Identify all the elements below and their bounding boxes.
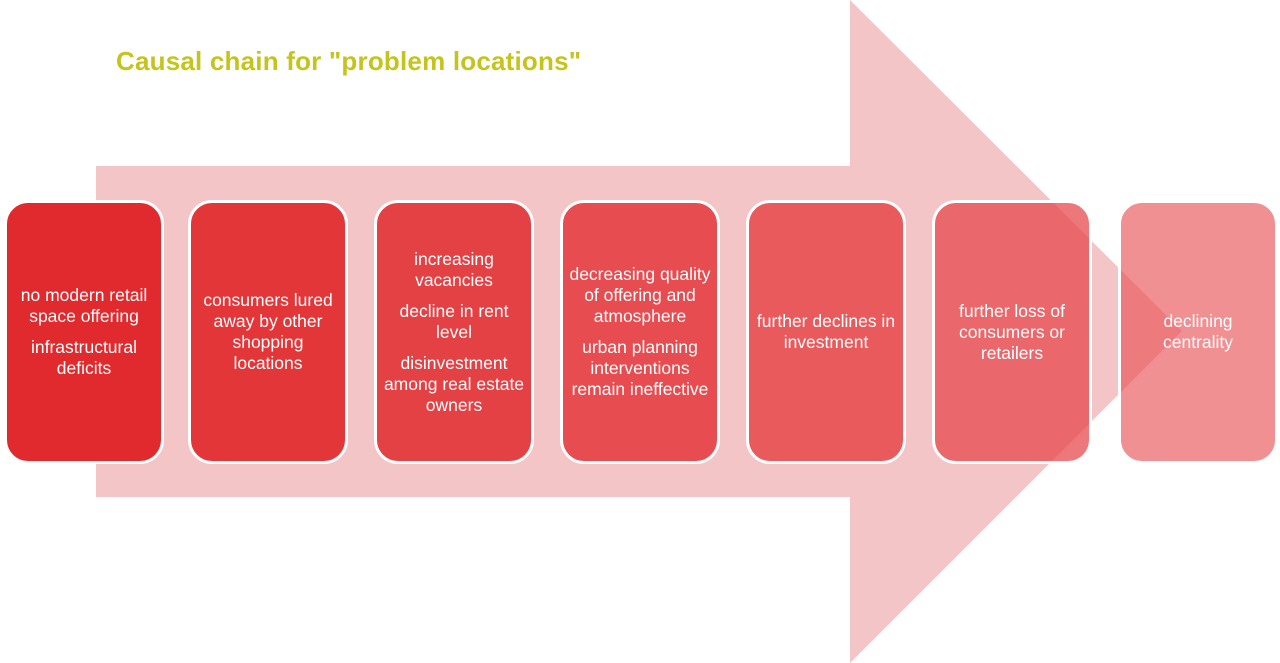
step-box-6: further loss of consumers or retailers: [932, 200, 1092, 464]
step-1-text-1: no modern retail space offering: [20, 285, 148, 326]
step-3-text-2: decline in rent level: [399, 300, 509, 342]
step-box-1: no modern retail space offering infrastr…: [4, 200, 164, 464]
step-3-text-1: increasing vacancies: [414, 248, 494, 290]
step-box-2: consumers lured away by other shopping l…: [188, 200, 348, 464]
step-7-text-1: declining centrality: [1162, 311, 1234, 352]
step-4-text-1: decreasing quality of offering and atmos…: [569, 264, 711, 326]
step-box-7: declining centrality: [1118, 200, 1278, 464]
step-box-3: increasing vacancies decline in rent lev…: [374, 200, 534, 464]
step-3-text-3: disinvestment among real estate owners: [383, 352, 525, 415]
diagram-title: Causal chain for "problem locations": [116, 46, 582, 76]
step-1-text-2: infrastructural deficits: [30, 337, 137, 378]
step-5-text-1: further declines in investment: [756, 311, 896, 352]
step-4-text-2: urban planning interventions remain inef…: [571, 337, 709, 399]
step-box-5: further declines in investment: [746, 200, 906, 464]
step-6-text-1: further loss of consumers or retailers: [958, 300, 1066, 363]
step-2-text-1: consumers lured away by other shopping l…: [203, 290, 333, 373]
step-box-4: decreasing quality of offering and atmos…: [560, 200, 720, 464]
